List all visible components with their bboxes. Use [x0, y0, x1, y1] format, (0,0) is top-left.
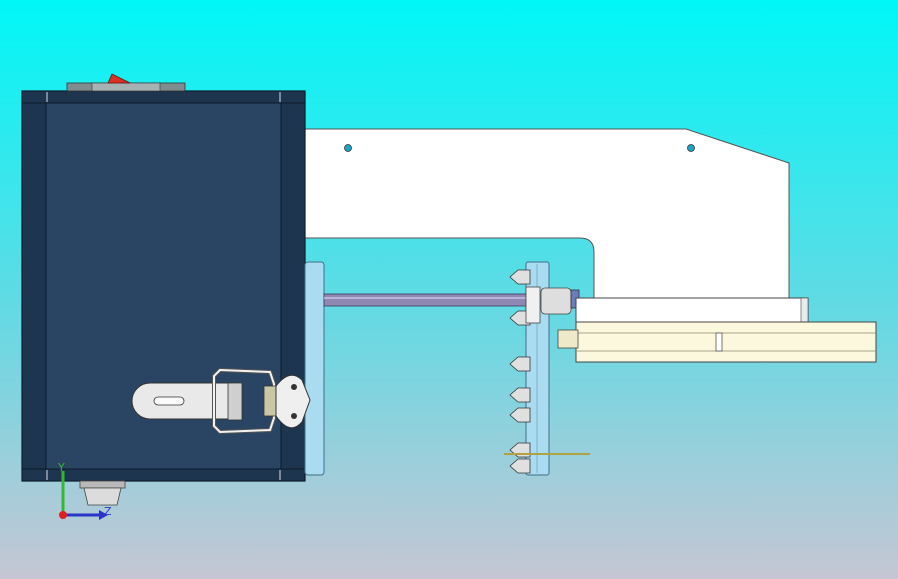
- carriage-bushing: [525, 286, 541, 324]
- main-housing[interactable]: [21, 90, 306, 482]
- linear-slide[interactable]: [557, 297, 877, 363]
- mounting-hole-left: [344, 144, 352, 152]
- support-arm[interactable]: [303, 128, 790, 311]
- y-axis-label: Y: [57, 461, 65, 474]
- bottom-foot: [79, 480, 126, 506]
- guide-rod[interactable]: [323, 293, 529, 307]
- triad-origin: [59, 511, 67, 519]
- mounting-hole-right: [687, 144, 695, 152]
- switch-rocker[interactable]: [107, 73, 131, 84]
- toggle-latch[interactable]: [131, 367, 311, 435]
- clear-carriage-plate[interactable]: [509, 261, 580, 476]
- rod-end-cap: [540, 287, 572, 315]
- clear-mount-plate[interactable]: [304, 261, 325, 476]
- z-axis-label: Z: [104, 505, 112, 518]
- coordinate-triad: Y Z: [57, 461, 112, 520]
- cone-pins: [509, 269, 531, 474]
- power-switch[interactable]: [66, 73, 186, 92]
